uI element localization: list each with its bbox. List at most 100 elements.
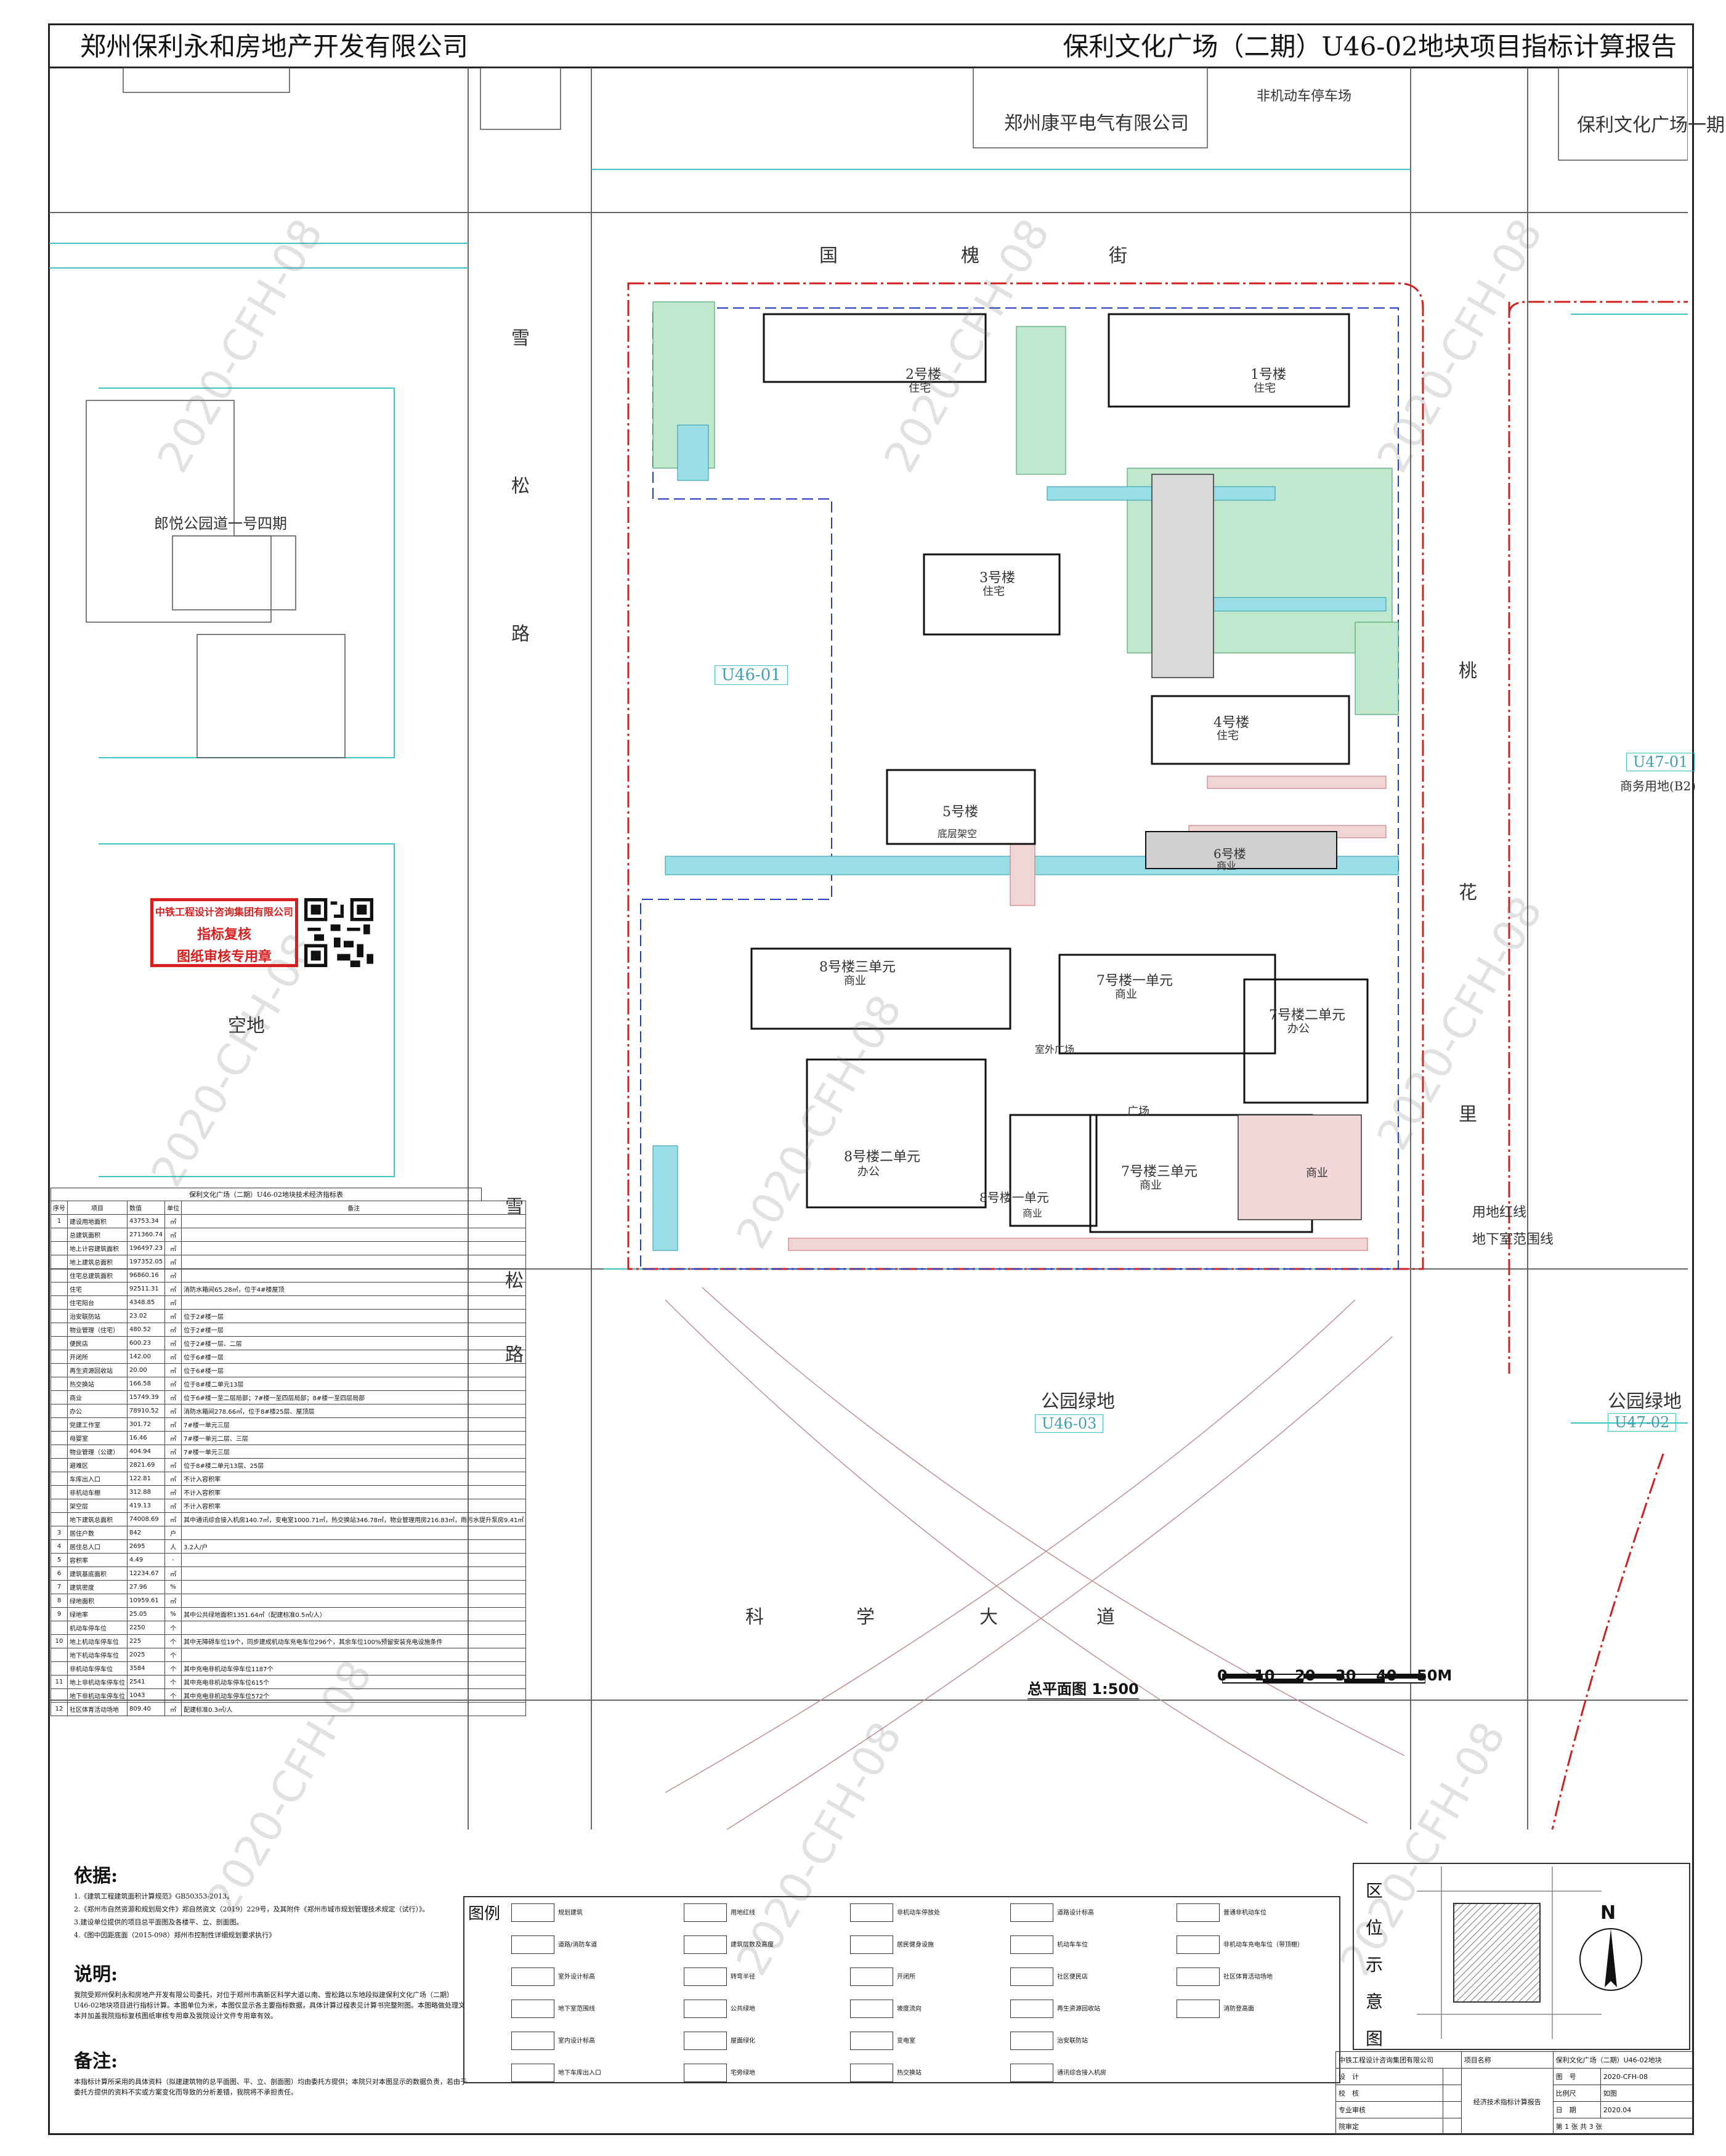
tb-date: 2020.04 — [1600, 2101, 1693, 2118]
cell-item: 母婴室 — [67, 1431, 128, 1445]
cell-unit: 户 — [164, 1526, 182, 1540]
north-label: N — [1600, 1902, 1616, 1924]
legend-item: 建筑层数及高度 — [684, 1935, 774, 1954]
legend-item: 道路/消防车道 — [511, 1935, 597, 1954]
header-divider — [48, 67, 1694, 68]
cell-note: 其中充电非机动车停车位615个 — [181, 1675, 527, 1689]
cell-note: 其中公共绿地面积1351.64㎡（配建标准0.5㎡/人） — [181, 1607, 527, 1621]
legend-label: 居民健身设施 — [897, 1942, 934, 1948]
cell-unit: ㎡ — [164, 1336, 182, 1350]
cell-no: 9 — [51, 1607, 68, 1621]
building-7-unit-1 — [1058, 954, 1276, 1055]
underground-line-label: 地下室范围线 — [1472, 1232, 1554, 1247]
cell-value: 78910.52 — [126, 1404, 166, 1418]
cell-note: 不计入容积率 — [181, 1472, 527, 1486]
tb-design: 设 计 — [1335, 2068, 1444, 2085]
cell-note: 位于6#楼一至二层局部；7#楼一至四层局部；8#楼一至四层局部 — [181, 1390, 527, 1404]
legend-symbol-icon — [1010, 2032, 1053, 2050]
cell-no — [51, 1309, 68, 1323]
street-left-upper: 雪松路 — [511, 320, 530, 653]
cell-item: 住宅总建筑面积 — [67, 1268, 128, 1283]
street-bottom-2: 学 — [856, 1607, 875, 1628]
cell-item: 车库出入口 — [67, 1472, 128, 1486]
street-top-3: 街 — [1109, 245, 1127, 267]
building-1-label: 1号楼 — [1250, 367, 1286, 383]
cell-unit: ㎡ — [164, 1417, 182, 1432]
cell-no: 10 — [51, 1634, 68, 1648]
parking-label: 非机动车停车场 — [1257, 89, 1352, 104]
legend-symbol-icon — [684, 1935, 727, 1954]
cell-value: 271360.74 — [126, 1228, 166, 1242]
notes-section: 依据: 1.《建筑工程建筑面积计算规范》GB50353-2013。 2.《郑州市… — [74, 1860, 468, 2100]
cell-item: 地上计容建筑面积 — [67, 1241, 128, 1255]
cell-no — [51, 1472, 68, 1486]
cell-unit: ㎡ — [164, 1702, 182, 1716]
legend-symbol-icon — [850, 1903, 893, 1922]
legend-symbol-icon — [850, 2000, 893, 2018]
company-name: 郑州保利永和房地产开发有限公司 — [80, 31, 469, 62]
tb-dept-review: 院审定 — [1335, 2118, 1444, 2135]
building-4-label: 4号楼 — [1213, 715, 1249, 731]
cell-unit: ㎡ — [164, 1295, 182, 1310]
cell-value: 122.81 — [126, 1472, 166, 1486]
legend-item: 社区体育活动场地 — [1177, 1968, 1273, 1986]
site-plan[interactable] — [49, 68, 1688, 1830]
legend-item: 室外设计标高 — [511, 1968, 595, 1986]
north-arrow-icon — [1579, 1928, 1642, 1991]
building-2-label: 2号楼 — [906, 367, 941, 383]
tb-date-label: 日 期 — [1552, 2101, 1601, 2118]
cell-no — [51, 1336, 68, 1350]
cell-no: 6 — [51, 1566, 68, 1581]
cell-note — [181, 1566, 527, 1581]
empty-land: 空地 — [228, 1015, 265, 1037]
basis-3: 3.建设单位提供的项目总平面图及各楼平、立、剖面图。 — [74, 1918, 243, 1926]
building-6-use: 商业 — [1217, 860, 1237, 872]
legend-symbol-icon — [1177, 1968, 1220, 1986]
legend-label: 消防登高面 — [1223, 2006, 1254, 2012]
cell-value: 27.96 — [126, 1580, 166, 1594]
legend-item: 再生资源回收站 — [1010, 2000, 1100, 2018]
cell-value: 43753.34 — [126, 1214, 166, 1228]
cell-unit: ㎡ — [164, 1566, 182, 1581]
legend-symbol-icon — [850, 1935, 893, 1954]
building-7-unit-2 — [1243, 978, 1369, 1104]
cell-no — [51, 1295, 68, 1310]
legend-symbol-icon — [511, 1903, 554, 1922]
cell-item: 避难区 — [67, 1458, 128, 1472]
building-8-2-use: 办公 — [857, 1165, 880, 1178]
cell-unit: 个 — [164, 1675, 182, 1689]
plot-u46-03: U46-03 — [1035, 1414, 1104, 1433]
plot-u47-02: U47-02 — [1608, 1413, 1677, 1432]
street-left-upper-2: 松 — [511, 476, 530, 497]
cell-item: 物业管理（住宅） — [67, 1323, 128, 1337]
legend-symbol-icon — [684, 2000, 727, 2018]
cell-value: 142.00 — [126, 1350, 166, 1364]
cell-value: 16.46 — [126, 1431, 166, 1445]
legend-item: 开闭所 — [850, 1968, 915, 1986]
cell-no — [51, 1458, 68, 1472]
cell-unit: ㎡ — [164, 1214, 182, 1228]
location-title: 区位示意图 — [1359, 1873, 1390, 2057]
review-stamp: 中铁工程设计咨询集团有限公司 指标复核 图纸审核专用章 — [150, 898, 298, 967]
scale-label-30: 30 — [1335, 1667, 1356, 1684]
legend-label: 再生资源回收站 — [1057, 2006, 1100, 2012]
neighbour-company: 郑州康平电气有限公司 — [1004, 113, 1189, 134]
legend-label: 地下室范围线 — [558, 2006, 595, 2012]
cell-no: 7 — [51, 1580, 68, 1594]
cell-no — [51, 1512, 68, 1526]
cell-unit: ㎡ — [164, 1390, 182, 1404]
cell-note: 其中充电非机动车停车位572个 — [181, 1688, 527, 1703]
legend-symbol-icon — [850, 2032, 893, 2050]
legend-label: 屋面绿化 — [731, 2038, 755, 2045]
